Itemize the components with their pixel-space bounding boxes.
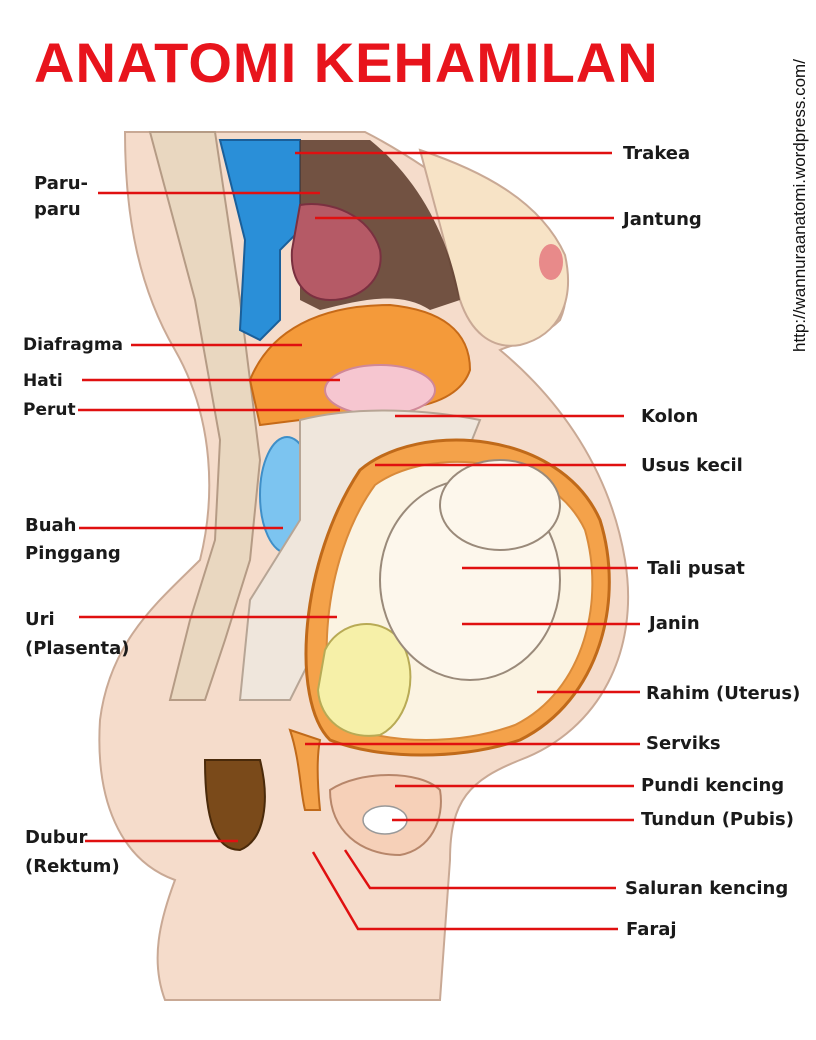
rectum-shape	[203, 759, 266, 852]
label-hati: Hati	[23, 371, 63, 391]
label-uri-2: (Plasenta)	[25, 638, 130, 659]
breast-shape	[418, 148, 569, 347]
label-paru-1: Paru-	[34, 173, 89, 194]
label-diafragma: Diafragma	[23, 335, 124, 355]
label-serviks: Serviks	[646, 733, 721, 754]
fetus-head-shape	[439, 459, 561, 551]
label-trakea: Trakea	[623, 143, 691, 164]
label-tali-pusat: Tali pusat	[647, 558, 745, 579]
label-usus-kecil: Usus kecil	[641, 455, 743, 476]
label-paru-2: paru	[34, 199, 81, 220]
label-rahim: Rahim (Uterus)	[646, 683, 801, 704]
label-dubur-2: (Rektum)	[25, 856, 120, 877]
source-url: http://wannuraanatomi.wordpress.com/	[790, 59, 809, 352]
stomach-shape	[324, 364, 436, 416]
label-uri-1: Uri	[25, 609, 55, 630]
line-faraj	[311, 851, 618, 931]
label-perut: Perut	[23, 400, 76, 420]
page-title: ANATOMI KEHAMILAN	[34, 31, 659, 94]
nipple-shape	[539, 244, 563, 280]
placenta-shape	[316, 623, 412, 737]
heart-shape	[290, 203, 382, 302]
label-jantung: Jantung	[623, 209, 702, 230]
leader-lines	[78, 151, 640, 931]
label-pundi-kencing: Pundi kencing	[641, 775, 785, 796]
label-dubur-1: Dubur	[25, 827, 88, 848]
label-janin: Janin	[649, 613, 700, 634]
label-buah-1: Buah	[25, 515, 77, 536]
cervix-shape	[288, 728, 322, 811]
label-saluran-kencing: Saluran kencing	[625, 878, 789, 899]
spine-shape	[148, 131, 262, 701]
label-tundun: Tundun (Pubis)	[641, 809, 794, 830]
line-saluran	[343, 849, 616, 890]
label-buah-2: Pinggang	[25, 543, 121, 564]
label-faraj: Faraj	[626, 919, 677, 940]
label-kolon: Kolon	[641, 406, 699, 427]
